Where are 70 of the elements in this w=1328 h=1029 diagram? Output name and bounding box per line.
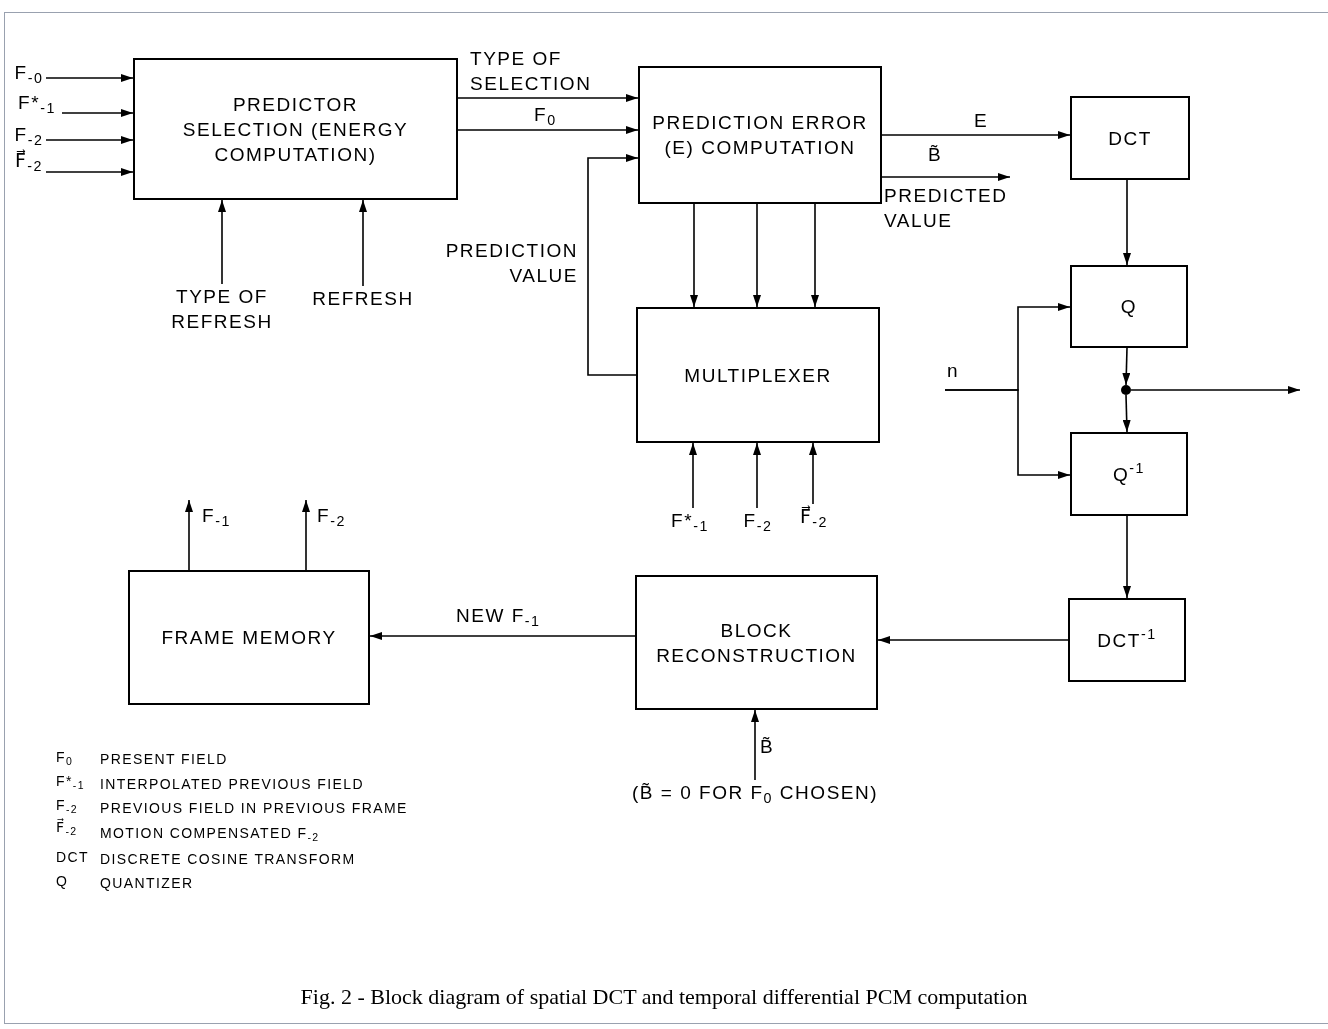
arrow: [302, 499, 310, 571]
box-label: PREDICTION ERROR (E) COMPUTATION: [652, 111, 868, 160]
signal-label: n: [944, 358, 962, 390]
signal-label: F⃗$_{-2}$: [794, 504, 834, 540]
arrow: [690, 203, 698, 308]
arrow: [457, 94, 639, 102]
box-label: Q: [1120, 295, 1138, 319]
signal-label: F⃗$_{-2}$: [12, 148, 46, 182]
box-label: PREDICTOR SELECTION (ENERGY COMPUTATION): [181, 92, 410, 167]
arrow: [185, 499, 193, 571]
legend-text: MOTION COMPENSATED F$_{-2}$: [100, 824, 321, 842]
legend-text: Q: [56, 872, 70, 890]
arrow: [881, 173, 1011, 181]
arrow: [45, 74, 134, 82]
arrow: [457, 126, 639, 134]
signal-label: F*$_{-1}$: [664, 508, 716, 540]
signal-label: (B̃ = 0 FOR F$_{0}$ CHOSEN): [608, 780, 902, 812]
box-label: Q$^{-1}$: [1113, 461, 1145, 487]
arrow: [811, 203, 819, 308]
arrow: [45, 136, 134, 144]
arrow: [61, 109, 134, 117]
signal-label: F$_{-0}$: [12, 60, 46, 90]
arrow: [359, 199, 367, 287]
arrow: [369, 632, 636, 640]
arrow: [751, 709, 759, 781]
legend-text: F*$_{-1}$: [56, 772, 86, 790]
legend-text: F$_{-2}$: [56, 796, 80, 814]
arrow: [809, 442, 817, 505]
legend-text: PRESENT FIELD: [100, 750, 229, 768]
process-box: [1068, 598, 1186, 682]
arrow: [689, 442, 697, 509]
signal-label: PREDICTED VALUE: [884, 177, 1034, 235]
legend-text: DISCRETE COSINE TRANSFORM: [100, 850, 357, 868]
legend-text: DCT: [56, 848, 90, 866]
box-label: DCT$^{-1}$: [1097, 627, 1157, 653]
process-box: [1070, 265, 1188, 348]
legend-text: INTERPOLATED PREVIOUS FIELD: [100, 775, 365, 793]
box-label: DCT: [1108, 126, 1152, 151]
arrow: [753, 442, 761, 509]
signal-label: F*$_{-1}$: [12, 90, 62, 120]
arrow: [753, 203, 761, 308]
arrow: [587, 154, 639, 376]
legend-text: PREVIOUS FIELD IN PREVIOUS FRAME: [100, 799, 409, 817]
figure-caption: Fig. 2 - Block diagram of spatial DCT and temporal differential PCM computation: [299, 983, 1029, 1011]
arrow: [1123, 179, 1131, 266]
legend-text: QUANTIZER: [100, 874, 195, 892]
process-box: [638, 66, 882, 204]
arrow: [1122, 347, 1131, 386]
arrow: [1130, 386, 1301, 394]
process-box: [636, 307, 880, 443]
signal-label: REFRESH: [308, 286, 418, 312]
arrow: [944, 389, 1071, 479]
process-box: [1070, 432, 1188, 516]
process-box: [635, 575, 878, 710]
arrow: [1122, 394, 1131, 433]
arrow: [45, 168, 134, 176]
legend-text: F⃗$_{-2}$: [56, 818, 79, 836]
legend-text: F$_{0}$: [56, 748, 75, 766]
arrow: [881, 131, 1071, 139]
process-box: [133, 58, 458, 200]
box-label: MULTIPLEXER: [684, 363, 832, 388]
box-label: BLOCK RECONSTRUCTION: [655, 618, 858, 668]
process-box: [128, 570, 370, 705]
arrow: [877, 636, 1069, 644]
arrow: [1123, 515, 1131, 599]
process-box: [1070, 96, 1190, 180]
signal-label: TYPE OF REFRESH: [166, 284, 278, 360]
arrow: [218, 199, 226, 285]
box-label: FRAME MEMORY: [161, 626, 337, 650]
signal-label: F$_{-2}$: [737, 508, 779, 540]
